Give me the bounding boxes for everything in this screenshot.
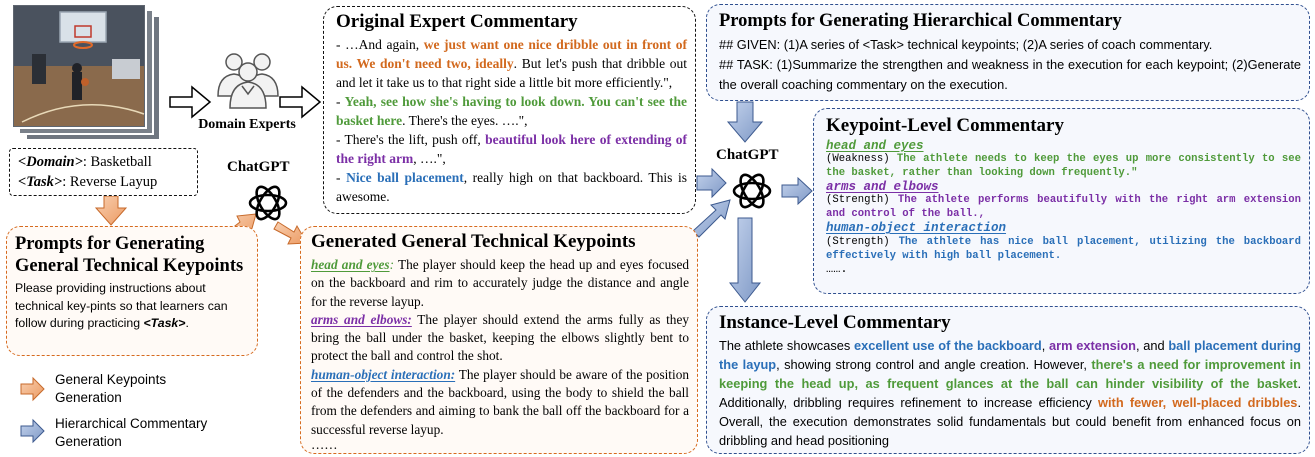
arrow-chatgpt-to-instance-level bbox=[728, 217, 762, 303]
prompt-hierarchical-box: Prompts for Generating Hierarchical Comm… bbox=[706, 4, 1310, 101]
arrow-hier-prompt-to-chatgpt bbox=[726, 101, 764, 143]
domain-experts-icon bbox=[212, 48, 284, 110]
instance-level-title: Instance-Level Commentary bbox=[719, 312, 951, 333]
general-keypoints-box: Generated General Technical Keypoints he… bbox=[300, 226, 698, 454]
domain-key: <Domain> bbox=[18, 154, 83, 170]
domain-experts-label: Domain Experts bbox=[198, 117, 296, 132]
kl-text-head-and-eyes: (Weakness) The athlete needs to keep the… bbox=[826, 153, 1301, 179]
arrow-commentary-to-chatgpt bbox=[696, 167, 727, 199]
chatgpt-logo-left bbox=[248, 185, 288, 221]
keypoints-ellipsis: …… bbox=[311, 436, 338, 452]
arrow-domain-to-prompt bbox=[94, 195, 128, 226]
domain-task-box: <Domain>: Basketball <Task>: Reverse Lay… bbox=[9, 148, 198, 196]
domain-value: : Basketball bbox=[82, 154, 152, 170]
prompt-given-line: ## GIVEN: (1)A series of <Task> technica… bbox=[719, 37, 1213, 52]
arrow-photo-to-experts bbox=[169, 85, 212, 119]
kl-ellipsis: ……. bbox=[826, 262, 848, 276]
keypoint-arms-and-elbows: arms and elbows: The player should exten… bbox=[311, 311, 689, 364]
legend-orange-arrow bbox=[20, 376, 45, 402]
keypoint-head-and-eyes: head and eyes: The player should keep th… bbox=[311, 257, 689, 309]
prompt-keypoints-title-2: General Technical Keypoints bbox=[15, 256, 244, 276]
prompt-hierarchical-title: Prompts for Generating Hierarchical Comm… bbox=[719, 11, 1122, 31]
chatgpt-label-left: ChatGPT bbox=[227, 159, 290, 175]
expert-line-4: - Nice ball placement, really high on th… bbox=[336, 170, 687, 204]
chatgpt-label-right: ChatGPT bbox=[716, 147, 779, 163]
prompt-keypoints-box: Prompts for Generating General Technical… bbox=[6, 226, 258, 356]
keypoint-level-title: Keypoint-Level Commentary bbox=[826, 115, 1064, 136]
expert-commentary-box: Original Expert Commentary - …And again,… bbox=[323, 6, 696, 214]
chatgpt-logo-right bbox=[732, 173, 772, 209]
arrow-chatgpt-to-keypoint-level bbox=[781, 176, 813, 206]
keypoint-level-box: Keypoint-Level Commentary head and eyes … bbox=[813, 108, 1310, 294]
instance-level-text: The athlete showcases excellent use of t… bbox=[719, 338, 1301, 448]
prompt-task-line: ## TASK: (1)Summarize the strengthen and… bbox=[719, 57, 1301, 92]
general-keypoints-title: Generated General Technical Keypoints bbox=[311, 231, 636, 252]
arrow-chatgpt-to-keypoints bbox=[273, 221, 308, 245]
instance-level-box: Instance-Level Commentary The athlete sh… bbox=[706, 306, 1310, 454]
video-frames bbox=[11, 3, 162, 142]
expert-line-1: - …And again, we just want one nice drib… bbox=[336, 37, 688, 90]
task-key: <Task> bbox=[18, 174, 63, 190]
expert-commentary-title: Original Expert Commentary bbox=[336, 11, 578, 32]
arrow-experts-to-commentary bbox=[279, 85, 322, 119]
task-value: : Reverse Layup bbox=[62, 174, 158, 190]
basketball-photo bbox=[11, 3, 161, 141]
expert-line-2: - Yeah, see how she's having to look dow… bbox=[336, 94, 687, 128]
prompt-keypoints-title-1: Prompts for Generating bbox=[15, 234, 205, 254]
expert-line-3: - There's the lift, push off, beautiful … bbox=[336, 132, 687, 166]
kl-label-head-and-eyes: head and eyes bbox=[826, 139, 924, 153]
arrow-keypoints-to-chatgpt bbox=[692, 199, 731, 238]
kl-text-human-object-interaction: (Strength) The athlete has nice ball pla… bbox=[826, 236, 1301, 262]
kl-text-arms-and-elbows: (Strength) The athlete performs beautifu… bbox=[826, 194, 1302, 220]
prompt-keypoints-body: Please providing instructions about tech… bbox=[15, 281, 228, 330]
legend-blue-arrow bbox=[20, 418, 45, 444]
kl-label-human-object-interaction: human-object interaction bbox=[826, 221, 1007, 235]
kl-label-arms-and-elbows: arms and elbows bbox=[826, 180, 939, 194]
keypoint-human-object-interaction: human-object interaction: The player sho… bbox=[311, 366, 689, 437]
